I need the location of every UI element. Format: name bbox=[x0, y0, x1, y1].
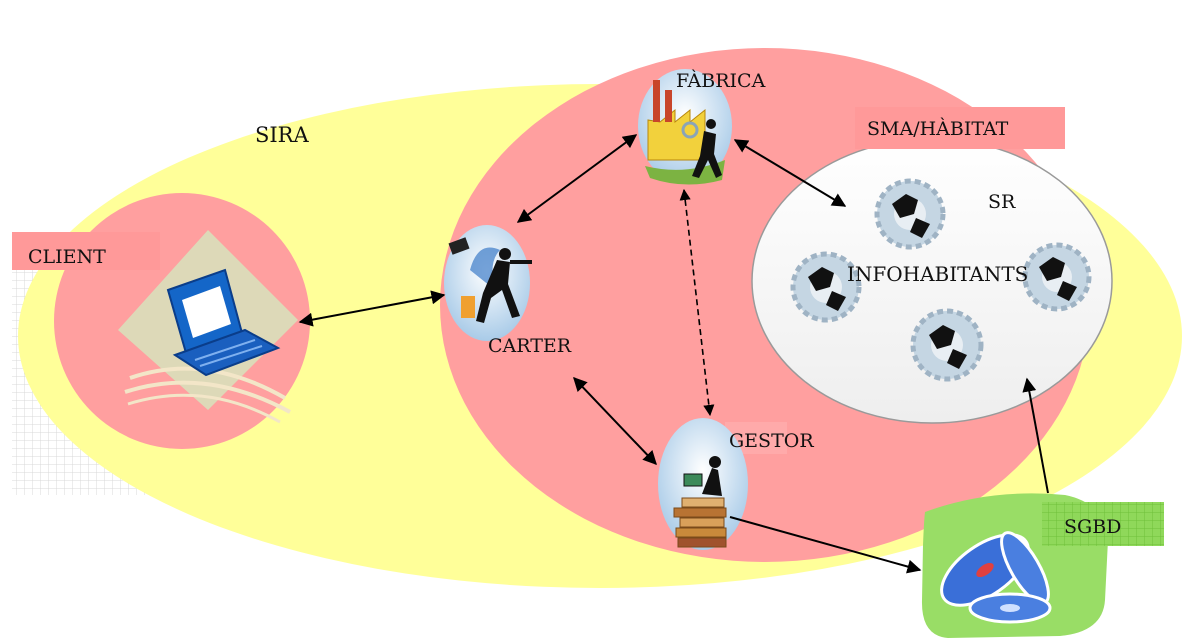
sgbd-label: SGBD bbox=[1064, 518, 1121, 537]
fabrica-label: FÀBRICA bbox=[676, 72, 765, 91]
client-label: CLIENT bbox=[28, 248, 106, 267]
sma-habitat-label: SMA/HÀBITAT bbox=[867, 120, 1008, 139]
sr-label: SR bbox=[988, 193, 1015, 212]
sira-label: SIRA bbox=[255, 125, 309, 146]
gestor-label: GESTOR bbox=[729, 432, 814, 451]
infohabitants-label: INFOHABITANTS bbox=[847, 264, 1028, 284]
carter-label: CARTER bbox=[488, 337, 571, 356]
